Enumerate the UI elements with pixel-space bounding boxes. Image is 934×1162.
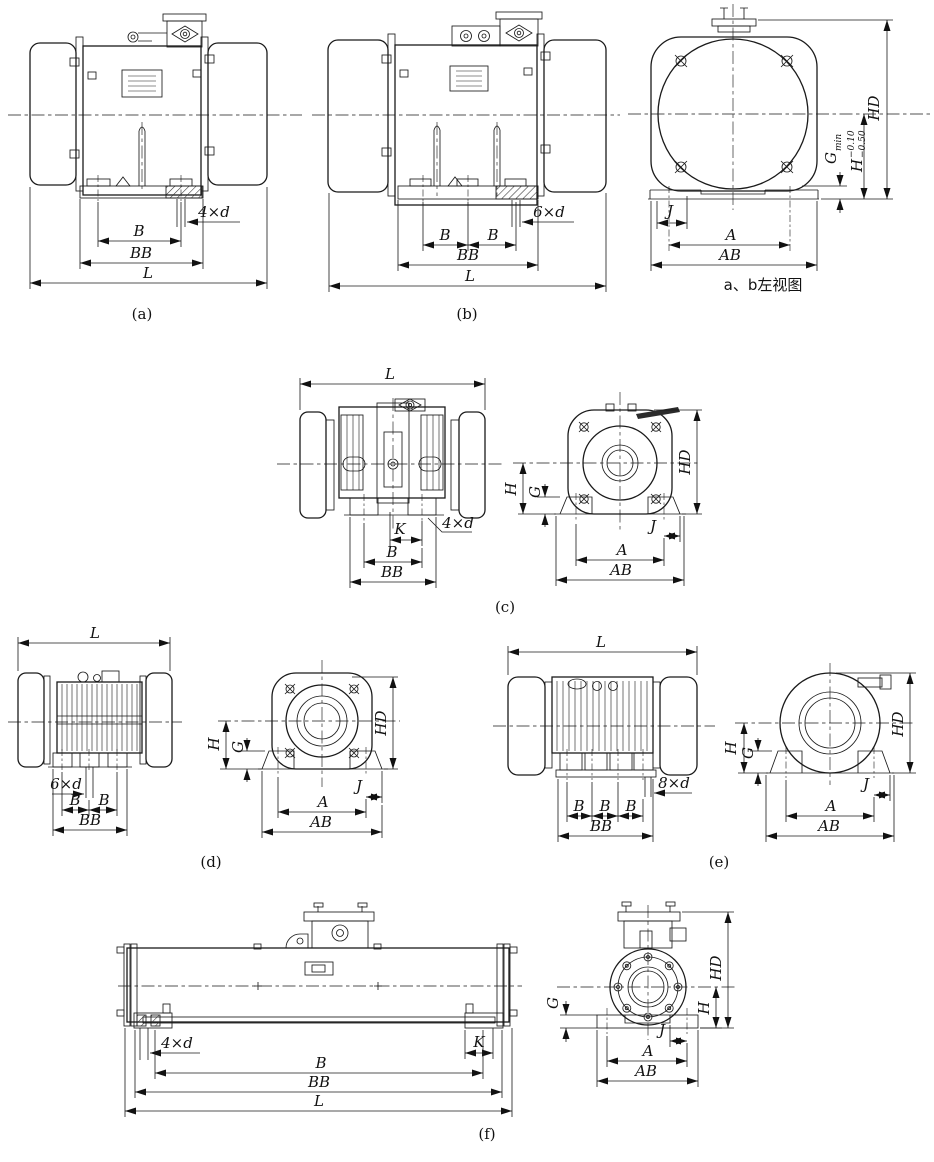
fig-c-L-label: L bbox=[384, 365, 395, 383]
fig-d-holes-label: 6×d bbox=[50, 775, 82, 793]
fig-e-J-label: J bbox=[860, 775, 870, 793]
fig-d-caption: (d) bbox=[200, 853, 221, 871]
fig-f-A-label: A bbox=[641, 1042, 654, 1060]
fig-e-B2-label: B bbox=[598, 797, 610, 815]
figure-e-end-view: H G HD J A AB bbox=[722, 663, 916, 842]
fig-d-A-label: A bbox=[316, 793, 329, 811]
fig-b-BB-label: BB bbox=[456, 246, 479, 264]
figure-c: L K 4×d B BB H G bbox=[277, 365, 702, 616]
fig-f-AB-label: AB bbox=[633, 1062, 657, 1080]
ab-left-view-caption: a、b左视图 bbox=[724, 276, 803, 294]
fig-c-G-label: G bbox=[526, 486, 544, 498]
ab-view-H-tol-base: H bbox=[848, 158, 866, 173]
fig-e-holes-label: 8×d bbox=[658, 774, 690, 792]
ab-view-AB-label: AB bbox=[717, 246, 741, 264]
fig-c-HD-label: HD bbox=[676, 449, 694, 475]
fig-e-L-label: L bbox=[595, 633, 606, 651]
figure-e: L 8×d B B B BB H G HD J bbox=[493, 633, 916, 871]
fig-b-holes-label: 6×d bbox=[533, 203, 565, 221]
figure-d: L 6×d B B BB H G HD bbox=[8, 624, 400, 871]
fig-a-holes-label: 4×d bbox=[197, 203, 230, 221]
ab-view-HD-label: HD bbox=[865, 95, 883, 121]
figure-f-side-view: 4×d K B BB L bbox=[116, 902, 522, 1117]
fig-d-B2-label: B bbox=[97, 791, 109, 809]
figure-d-side-view: L 6×d B B BB bbox=[8, 624, 182, 836]
fig-c-BB-label: BB bbox=[380, 563, 403, 581]
fig-f-caption: (f) bbox=[478, 1125, 495, 1143]
ab-view-H-tol-upper: −0.10 bbox=[847, 130, 857, 158]
fig-c-B-label: B bbox=[385, 543, 397, 561]
fig-c-holes-label: 4×d bbox=[441, 514, 474, 532]
fig-e-caption: (e) bbox=[709, 853, 730, 871]
fig-d-BB-label: BB bbox=[78, 811, 101, 829]
figure-a-dimensions: 4×d B BB L bbox=[29, 187, 268, 289]
fig-a-BB-label: BB bbox=[129, 244, 152, 262]
fig-a-B-label: B bbox=[132, 222, 144, 240]
fig-b-B1-label: B bbox=[438, 226, 450, 244]
figure-b: 6×d B B BB L (b) bbox=[312, 11, 620, 323]
figure-a: 4×d B BB L (a) bbox=[8, 13, 302, 323]
ab-view-Gmin-sub: min bbox=[834, 134, 844, 151]
ab-left-view-dimensions: HD H −0.10 −0.50 G min J A AB bbox=[650, 19, 893, 271]
figure-b-dimensions: 6×d B B BB L bbox=[328, 193, 607, 292]
figure-b-motor bbox=[327, 11, 607, 206]
fig-d-HD-label: HD bbox=[372, 710, 390, 736]
fig-b-caption: (b) bbox=[456, 305, 477, 323]
ab-view-H-tol-lower: −0.50 bbox=[858, 130, 868, 158]
fig-e-A-label: A bbox=[824, 797, 837, 815]
fig-b-L-label: L bbox=[464, 267, 475, 285]
figure-ab-left-view: HD H −0.10 −0.50 G min J A AB a、b左视图 bbox=[628, 4, 930, 294]
figure-e-side-view: L 8×d B B B BB bbox=[493, 633, 715, 842]
fig-c-K-label: K bbox=[393, 520, 406, 538]
fig-c-A-label: A bbox=[615, 541, 628, 559]
figure-c-side-view: L K 4×d B BB bbox=[277, 365, 505, 588]
fig-e-BB-label: BB bbox=[589, 817, 612, 835]
fig-c-caption: (c) bbox=[495, 598, 515, 616]
fig-f-L-label: L bbox=[313, 1092, 324, 1110]
ab-view-Gmin-base: G bbox=[822, 152, 840, 164]
fig-d-H-label: H bbox=[205, 737, 223, 752]
fig-c-bolts bbox=[578, 421, 662, 505]
figure-d-end-view: H G HD J A AB bbox=[205, 660, 400, 838]
fig-f-G-label: G bbox=[544, 997, 562, 1009]
fig-a-L-label: L bbox=[142, 264, 153, 282]
fig-b-B2-label: B bbox=[486, 226, 498, 244]
fig-d-AB-label: AB bbox=[308, 813, 332, 831]
fig-e-B3-label: B bbox=[624, 797, 636, 815]
fig-f-J-label: J bbox=[656, 1021, 666, 1039]
figure-c-end-view: H G HD J A AB bbox=[502, 392, 702, 586]
fig-d-B1-label: B bbox=[68, 791, 80, 809]
fig-e-H-label: H bbox=[722, 741, 740, 756]
fig-e-B1-label: B bbox=[572, 797, 584, 815]
fig-e-HD-label: HD bbox=[889, 711, 907, 737]
fig-d-G-label: G bbox=[229, 741, 247, 753]
fig-f-K-label: K bbox=[472, 1033, 485, 1051]
fig-d-L-label: L bbox=[89, 624, 100, 642]
fig-f-H-label: H bbox=[695, 1001, 713, 1016]
fig-e-AB-label: AB bbox=[816, 817, 840, 835]
fig-f-BB-label: BB bbox=[307, 1073, 330, 1091]
fig-f-flange-bolts bbox=[613, 952, 683, 1022]
ab-view-A-label: A bbox=[724, 226, 737, 244]
fig-e-G-label: G bbox=[739, 747, 757, 759]
fig-f-HD-label: HD bbox=[707, 955, 725, 981]
figure-f-end-view: G H HD J A AB bbox=[544, 901, 737, 1087]
ab-left-view-motor bbox=[648, 7, 819, 200]
fig-c-AB-label: AB bbox=[608, 561, 632, 579]
fig-c-H-label: H bbox=[502, 482, 520, 497]
figure-a-motor bbox=[29, 13, 268, 201]
fig-d-J-label: J bbox=[353, 777, 363, 795]
figure-f: 4×d K B BB L bbox=[116, 901, 737, 1143]
fig-a-caption: (a) bbox=[132, 305, 153, 323]
fig-c-J-label: J bbox=[647, 517, 657, 535]
fig-f-B-label: B bbox=[314, 1054, 326, 1072]
ab-left-view-bolts bbox=[674, 54, 794, 174]
fig-f-holes-label: 4×d bbox=[160, 1034, 193, 1052]
